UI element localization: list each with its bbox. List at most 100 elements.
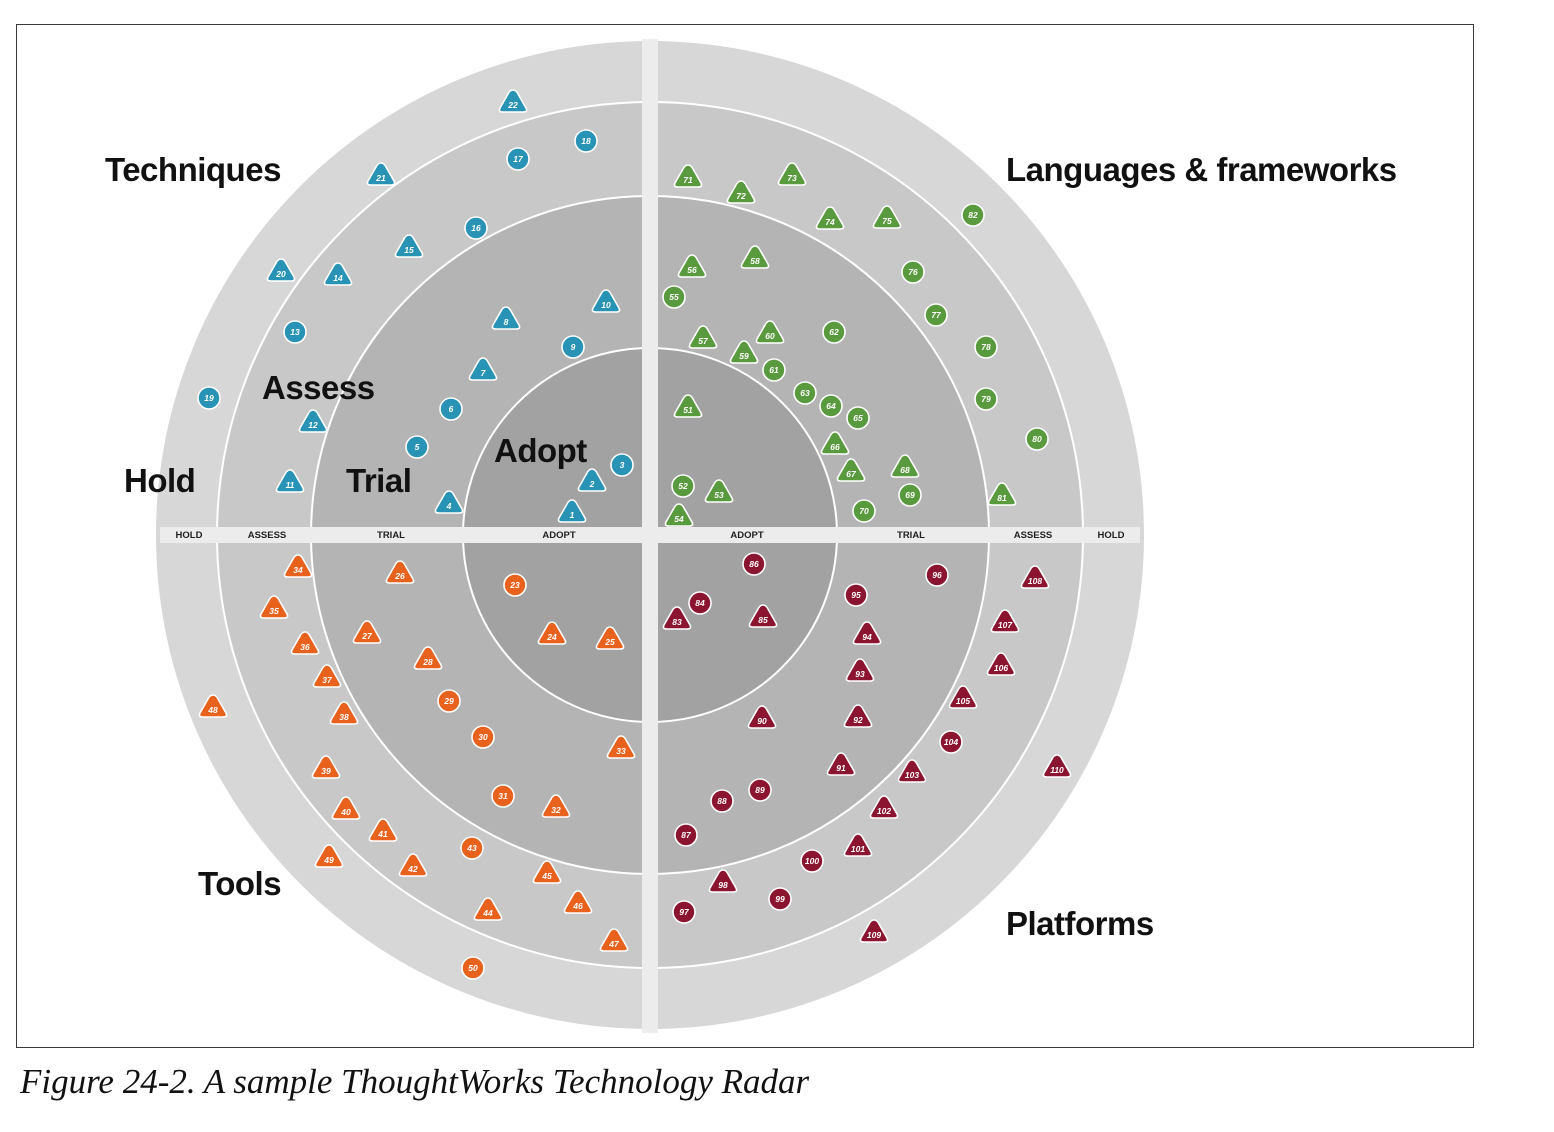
blip-63-shape xyxy=(793,381,817,405)
blip-98-shape xyxy=(708,869,738,893)
blip-42-label: 42 xyxy=(407,864,418,874)
blip-77-label: 77 xyxy=(931,310,942,320)
blip-97-shape xyxy=(672,900,696,924)
blip-33-shape xyxy=(606,735,636,759)
blip-39-shape xyxy=(311,755,341,779)
blip-35-shape xyxy=(259,595,289,619)
blip-79: 79 xyxy=(974,387,998,411)
blip-54: 54 xyxy=(664,503,694,527)
blip-28: 28 xyxy=(413,646,443,670)
blip-9-shape xyxy=(561,335,585,359)
blip-82: 82 xyxy=(961,203,985,227)
blip-20-label: 20 xyxy=(275,269,286,279)
blip-46: 46 xyxy=(563,890,593,914)
blip-61-shape xyxy=(762,358,786,382)
blip-14-shape xyxy=(323,262,353,286)
blip-79-shape xyxy=(974,387,998,411)
blip-89: 89 xyxy=(748,778,772,802)
blip-22: 22 xyxy=(498,89,528,113)
blip-24-label: 24 xyxy=(546,632,557,642)
blip-103-shape xyxy=(897,759,927,783)
blip-87-shape xyxy=(674,823,698,847)
blip-28-label: 28 xyxy=(422,657,433,667)
blip-65-shape xyxy=(846,406,870,430)
blip-89-label: 89 xyxy=(755,785,765,795)
blip-95-label: 95 xyxy=(851,590,861,600)
blip-11-shape xyxy=(275,469,305,493)
blip-64-label: 64 xyxy=(826,401,836,411)
blip-57: 57 xyxy=(688,325,718,349)
blip-90: 90 xyxy=(747,705,777,729)
blip-3: 3 xyxy=(610,453,634,477)
blip-35: 35 xyxy=(259,595,289,619)
blip-109-shape xyxy=(859,919,889,943)
blip-27-shape xyxy=(352,620,382,644)
blip-108-label: 108 xyxy=(1028,576,1042,586)
blip-61: 61 xyxy=(762,358,786,382)
blip-107-shape xyxy=(990,609,1020,633)
figure-frame: HOLD ASSESS TRIAL ADOPT ADOPT TRIAL ASSE… xyxy=(16,24,1474,1048)
blip-53-label: 53 xyxy=(714,490,724,500)
blip-2: 2 xyxy=(577,468,607,492)
blip-79-label: 79 xyxy=(981,394,991,404)
blip-32: 32 xyxy=(541,794,571,818)
blip-29-label: 29 xyxy=(443,696,454,706)
blip-78-label: 78 xyxy=(981,342,991,352)
blip-91-label: 91 xyxy=(836,763,846,773)
blip-76-label: 76 xyxy=(908,267,918,277)
blip-110: 110 xyxy=(1042,754,1072,778)
blip-74-shape xyxy=(815,206,845,230)
blip-42: 42 xyxy=(398,853,428,877)
blip-9-label: 9 xyxy=(571,342,576,352)
axis-label-adopt-left: ADOPT xyxy=(542,530,575,541)
blip-43-label: 43 xyxy=(466,843,477,853)
blip-52-label: 52 xyxy=(678,481,688,491)
blip-45-label: 45 xyxy=(541,871,552,881)
blip-37-shape xyxy=(312,664,342,688)
blip-38: 38 xyxy=(329,701,359,725)
axis-label-hold-right: HOLD xyxy=(1098,530,1125,541)
blip-94: 94 xyxy=(852,621,882,645)
blip-17-label: 17 xyxy=(513,154,524,164)
blip-5: 5 xyxy=(405,435,429,459)
blip-67-shape xyxy=(836,458,866,482)
blip-16: 16 xyxy=(464,216,488,240)
blip-75-shape xyxy=(872,205,902,229)
blip-49-label: 49 xyxy=(323,855,334,865)
blip-72-label: 72 xyxy=(736,191,746,201)
blip-74: 74 xyxy=(815,206,845,230)
axis-label-adopt-right: ADOPT xyxy=(730,530,763,541)
blip-2-shape xyxy=(577,468,607,492)
blip-69-label: 69 xyxy=(905,490,915,500)
blip-38-shape xyxy=(329,701,359,725)
blip-12-label: 12 xyxy=(308,420,318,430)
blip-41-label: 41 xyxy=(377,829,388,839)
blip-48: 48 xyxy=(198,694,228,718)
blip-71-label: 71 xyxy=(683,175,693,185)
blip-4-shape xyxy=(434,490,464,514)
blip-19: 19 xyxy=(197,386,221,410)
axis-label-assess-right: ASSESS xyxy=(1014,530,1053,541)
blip-72-shape xyxy=(726,180,756,204)
blip-95-shape xyxy=(844,583,868,607)
blip-87: 87 xyxy=(674,823,698,847)
blip-86: 86 xyxy=(742,552,766,576)
blip-109: 109 xyxy=(859,919,889,943)
blip-13-shape xyxy=(283,320,307,344)
blip-56-label: 56 xyxy=(687,265,697,275)
blip-38-label: 38 xyxy=(339,712,349,722)
blip-91-shape xyxy=(826,752,856,776)
blip-26: 26 xyxy=(385,560,415,584)
blip-88: 88 xyxy=(710,789,734,813)
blip-92: 92 xyxy=(843,704,873,728)
blip-78-shape xyxy=(974,335,998,359)
ring-title-hold: Hold xyxy=(124,462,195,499)
quadrant-title-techniques: Techniques xyxy=(105,151,281,188)
blip-66: 66 xyxy=(820,431,850,455)
blip-16-shape xyxy=(464,216,488,240)
blip-70: 70 xyxy=(852,499,876,523)
quadrant-title-platforms: Platforms xyxy=(1006,905,1154,942)
blip-100: 100 xyxy=(800,849,824,873)
blip-15-shape xyxy=(394,234,424,258)
blip-17: 17 xyxy=(506,147,530,171)
